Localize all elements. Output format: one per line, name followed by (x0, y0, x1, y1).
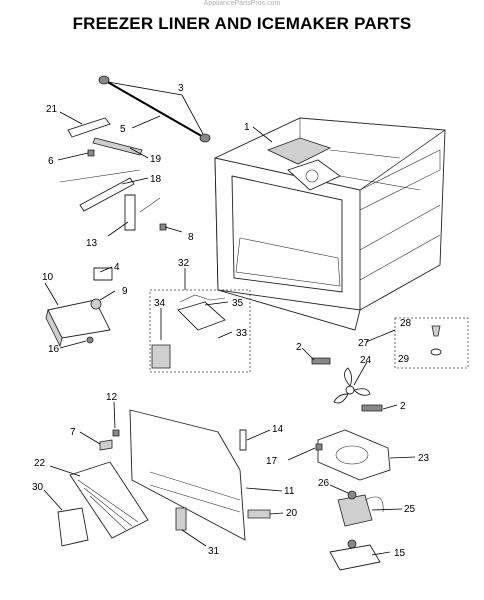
callout-31: 31 (208, 546, 220, 557)
callout-9: 9 (122, 286, 128, 297)
pad-parts (311, 357, 383, 412)
callout-35: 35 (232, 298, 244, 309)
watermark-text: AppliancePartsPros.com (203, 0, 281, 7)
callout-34: 34 (154, 298, 166, 309)
callout-30: 30 (32, 482, 44, 493)
callout-33: 33 (236, 328, 248, 339)
callout-14: 14 (272, 424, 284, 435)
callout-24: 24 (360, 355, 372, 366)
callout-20: 20 (286, 508, 298, 519)
callout-labels: 1 2 2 3 4 5 6 7 8 9 10 11 12 13 14 15 16… (32, 83, 430, 559)
callout-1: 1 (244, 122, 250, 133)
callout-23: 23 (418, 453, 430, 464)
bracket-assembly-part (59, 117, 167, 231)
callout-26: 26 (318, 478, 330, 489)
grille-part (57, 461, 187, 547)
callout-10: 10 (42, 272, 54, 283)
liner-panel-part (99, 409, 247, 541)
callout-4: 4 (114, 262, 120, 273)
diagram-title: FREEZER LINER AND ICEMAKER PARTS (72, 14, 412, 33)
callout-5: 5 (120, 124, 126, 135)
icemaker-kit-part (149, 289, 251, 373)
leader-lines (43, 81, 416, 556)
callout-22: 22 (34, 458, 46, 469)
callout-13: 13 (86, 238, 98, 249)
callout-32: 32 (178, 258, 190, 269)
strip-part (247, 509, 271, 519)
callout-6: 6 (48, 156, 54, 167)
callout-7: 7 (70, 427, 76, 438)
callout-29: 29 (398, 354, 410, 365)
callout-16: 16 (48, 344, 60, 355)
fan-blade-part (333, 367, 371, 404)
fan-bracket-part (315, 429, 391, 481)
callout-21: 21 (46, 104, 58, 115)
callout-25: 25 (404, 504, 416, 515)
rod-and-grommets-part (98, 75, 211, 143)
icemaker-housing-part (45, 267, 113, 348)
callout-18: 18 (150, 174, 162, 185)
callout-2a: 2 (296, 342, 302, 353)
fan-motor-part (329, 490, 384, 571)
callout-3: 3 (178, 83, 184, 94)
callout-12: 12 (106, 392, 118, 403)
fan-hub-parts (394, 317, 469, 369)
callout-2b: 2 (400, 401, 406, 412)
callout-27: 27 (358, 338, 370, 349)
callout-19: 19 (150, 154, 162, 165)
callout-8: 8 (188, 232, 194, 243)
callout-17: 17 (266, 456, 278, 467)
freezer-liner-part (214, 117, 446, 331)
callout-15: 15 (394, 548, 406, 559)
callout-11: 11 (284, 486, 295, 497)
callout-28: 28 (400, 318, 412, 329)
